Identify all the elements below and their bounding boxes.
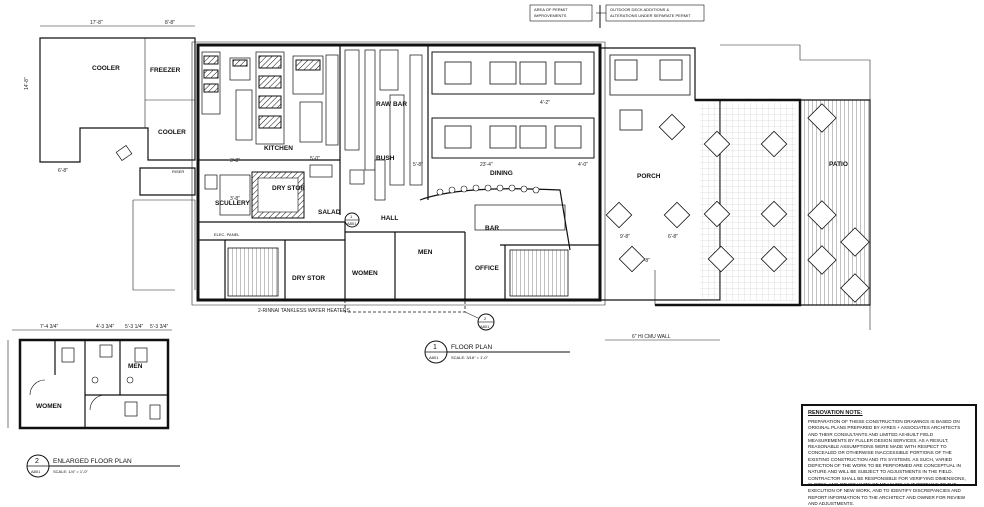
room-freezer: FREEZER: [150, 67, 181, 74]
dim-water-heaters: 2-RINNAI TANKLESS WATER HEATERS: [258, 308, 351, 314]
dim-9: 6'-8": [668, 234, 678, 240]
dim-6: 5'-8": [413, 162, 423, 168]
section-mark-b: 2 A801: [344, 300, 495, 331]
room-bush: BUSH: [376, 155, 395, 162]
caption-1-title: FLOOR PLAN: [451, 344, 492, 351]
dim-1: 3'-8": [230, 158, 240, 164]
dim-freezer-width: 8'-8": [165, 20, 175, 26]
caption-2-num: 2: [35, 458, 39, 465]
room-women: WOMEN: [352, 270, 378, 277]
room-office: OFFICE: [475, 265, 499, 272]
enl-room-men: MEN: [128, 363, 143, 370]
room-bar: BAR: [485, 225, 499, 232]
dim-cooler-lower: 6'-8": [58, 168, 68, 174]
permit-key: AREA OF PERMIT IMPROVEMENTS OUTDOOR DECK…: [529, 4, 705, 28]
room-dry-stor-1: DRY STOR: [272, 185, 305, 192]
room-kitchen: KITCHEN: [264, 145, 293, 152]
permit-key-deck-line2: ALTERATIONS UNDER SEPARATE PERMIT: [610, 13, 691, 18]
porch: PORCH 6" HI CMU WALL: [600, 47, 802, 341]
renovation-note: RENOVATION NOTE: PREPARATION OF THESE CO…: [801, 404, 977, 506]
caption-floor-plan: 1 A801 FLOOR PLAN SCALE: 3/16" = 1'-0": [424, 340, 570, 364]
room-labels: KITCHEN RAW BAR BUSH DRY STOR SCULLERY S…: [214, 101, 513, 282]
section-mark-b-num: 2: [484, 316, 487, 321]
enl-dim-2: 4'-3 3/4": [96, 324, 115, 330]
enlarged-plan: 7'-4 3/4" 4'-3 3/4" 5'-3 1/4" 5'-3 3/4" …: [7, 324, 172, 430]
room-raw-bar: RAW BAR: [376, 101, 407, 108]
caption-2-title: ENLARGED FLOOR PLAN: [53, 458, 132, 465]
patio-deck: PATIO: [720, 44, 871, 330]
dim-4: 4'-2": [540, 100, 550, 106]
dim-10: 4'-8": [640, 258, 650, 264]
section-mark-a-num: 1: [350, 214, 353, 219]
room-elec-panel: ELEC. PANEL: [214, 232, 240, 237]
room-cooler-large: COOLER: [92, 65, 120, 72]
dim-cmu-wall: 6" HI CMU WALL: [632, 334, 671, 340]
room-scullery: SCULLERY: [215, 200, 250, 207]
permit-key-area-line2: IMPROVEMENTS: [534, 13, 567, 18]
renovation-note-title: RENOVATION NOTE:: [808, 410, 863, 416]
room-men: MEN: [418, 249, 433, 256]
caption-1-scale: SCALE: 3/16" = 1'-0": [451, 355, 489, 360]
dim-3: 23'-4": [480, 162, 493, 168]
room-dry-stor-2: DRY STOR: [292, 275, 325, 282]
caption-enlarged-plan: 2 A801 ENLARGED FLOOR PLAN SCALE: 1/4" =…: [26, 454, 180, 478]
room-salad: SALAD: [318, 209, 341, 216]
dim-8: 9'-8": [620, 234, 630, 240]
section-mark-a: 1 A801: [344, 212, 360, 228]
kitchen-equipment: [201, 49, 569, 297]
caption-1-sheet: A801: [429, 355, 439, 360]
room-riser: RISER: [172, 169, 184, 174]
caption-1-num: 1: [433, 344, 437, 351]
permit-key-area-line1: AREA OF PERMIT: [534, 7, 568, 12]
room-hall: HALL: [381, 215, 398, 222]
section-mark-a-sheet: A801: [347, 221, 357, 226]
floor-plan-drawing: AREA OF PERMIT IMPROVEMENTS OUTDOOR DECK…: [7, 4, 871, 478]
room-porch: PORCH: [637, 173, 661, 180]
caption-2-scale: SCALE: 1/4" = 1'-0": [53, 469, 88, 474]
room-cooler-small: COOLER: [158, 129, 186, 136]
dim-cooler-width: 17'-8": [90, 20, 103, 26]
dim-7: 3'-8": [230, 196, 240, 202]
section-mark-b-sheet: A801: [480, 324, 490, 329]
room-dining: DINING: [490, 170, 513, 177]
enl-dim-1: 7'-4 3/4": [40, 324, 59, 330]
room-patio: PATIO: [829, 161, 848, 168]
cooler-wing: 17'-8" 8'-8" 14'-8" 6'-8" COOLER FREEZER…: [24, 20, 196, 291]
permit-key-deck-line1: OUTDOOR DECK ADDITIONS &: [610, 7, 669, 12]
dim-2: 5'-0": [310, 156, 320, 162]
dim-5: 4'-0": [578, 162, 588, 168]
dim-cooler-depth: 14'-8": [24, 77, 30, 90]
main-dimensions: 3'-8" 5'-0" 23'-4" 4'-2" 4'-0" 5'-8" 3'-…: [230, 100, 678, 314]
main-building: [191, 41, 606, 306]
caption-2-sheet: A801: [31, 469, 41, 474]
enl-dim-4: 5'-3 3/4": [150, 324, 169, 330]
enl-dim-3: 5'-3 1/4": [125, 324, 144, 330]
dining-furniture: [419, 51, 595, 251]
enl-room-women: WOMEN: [36, 403, 62, 410]
